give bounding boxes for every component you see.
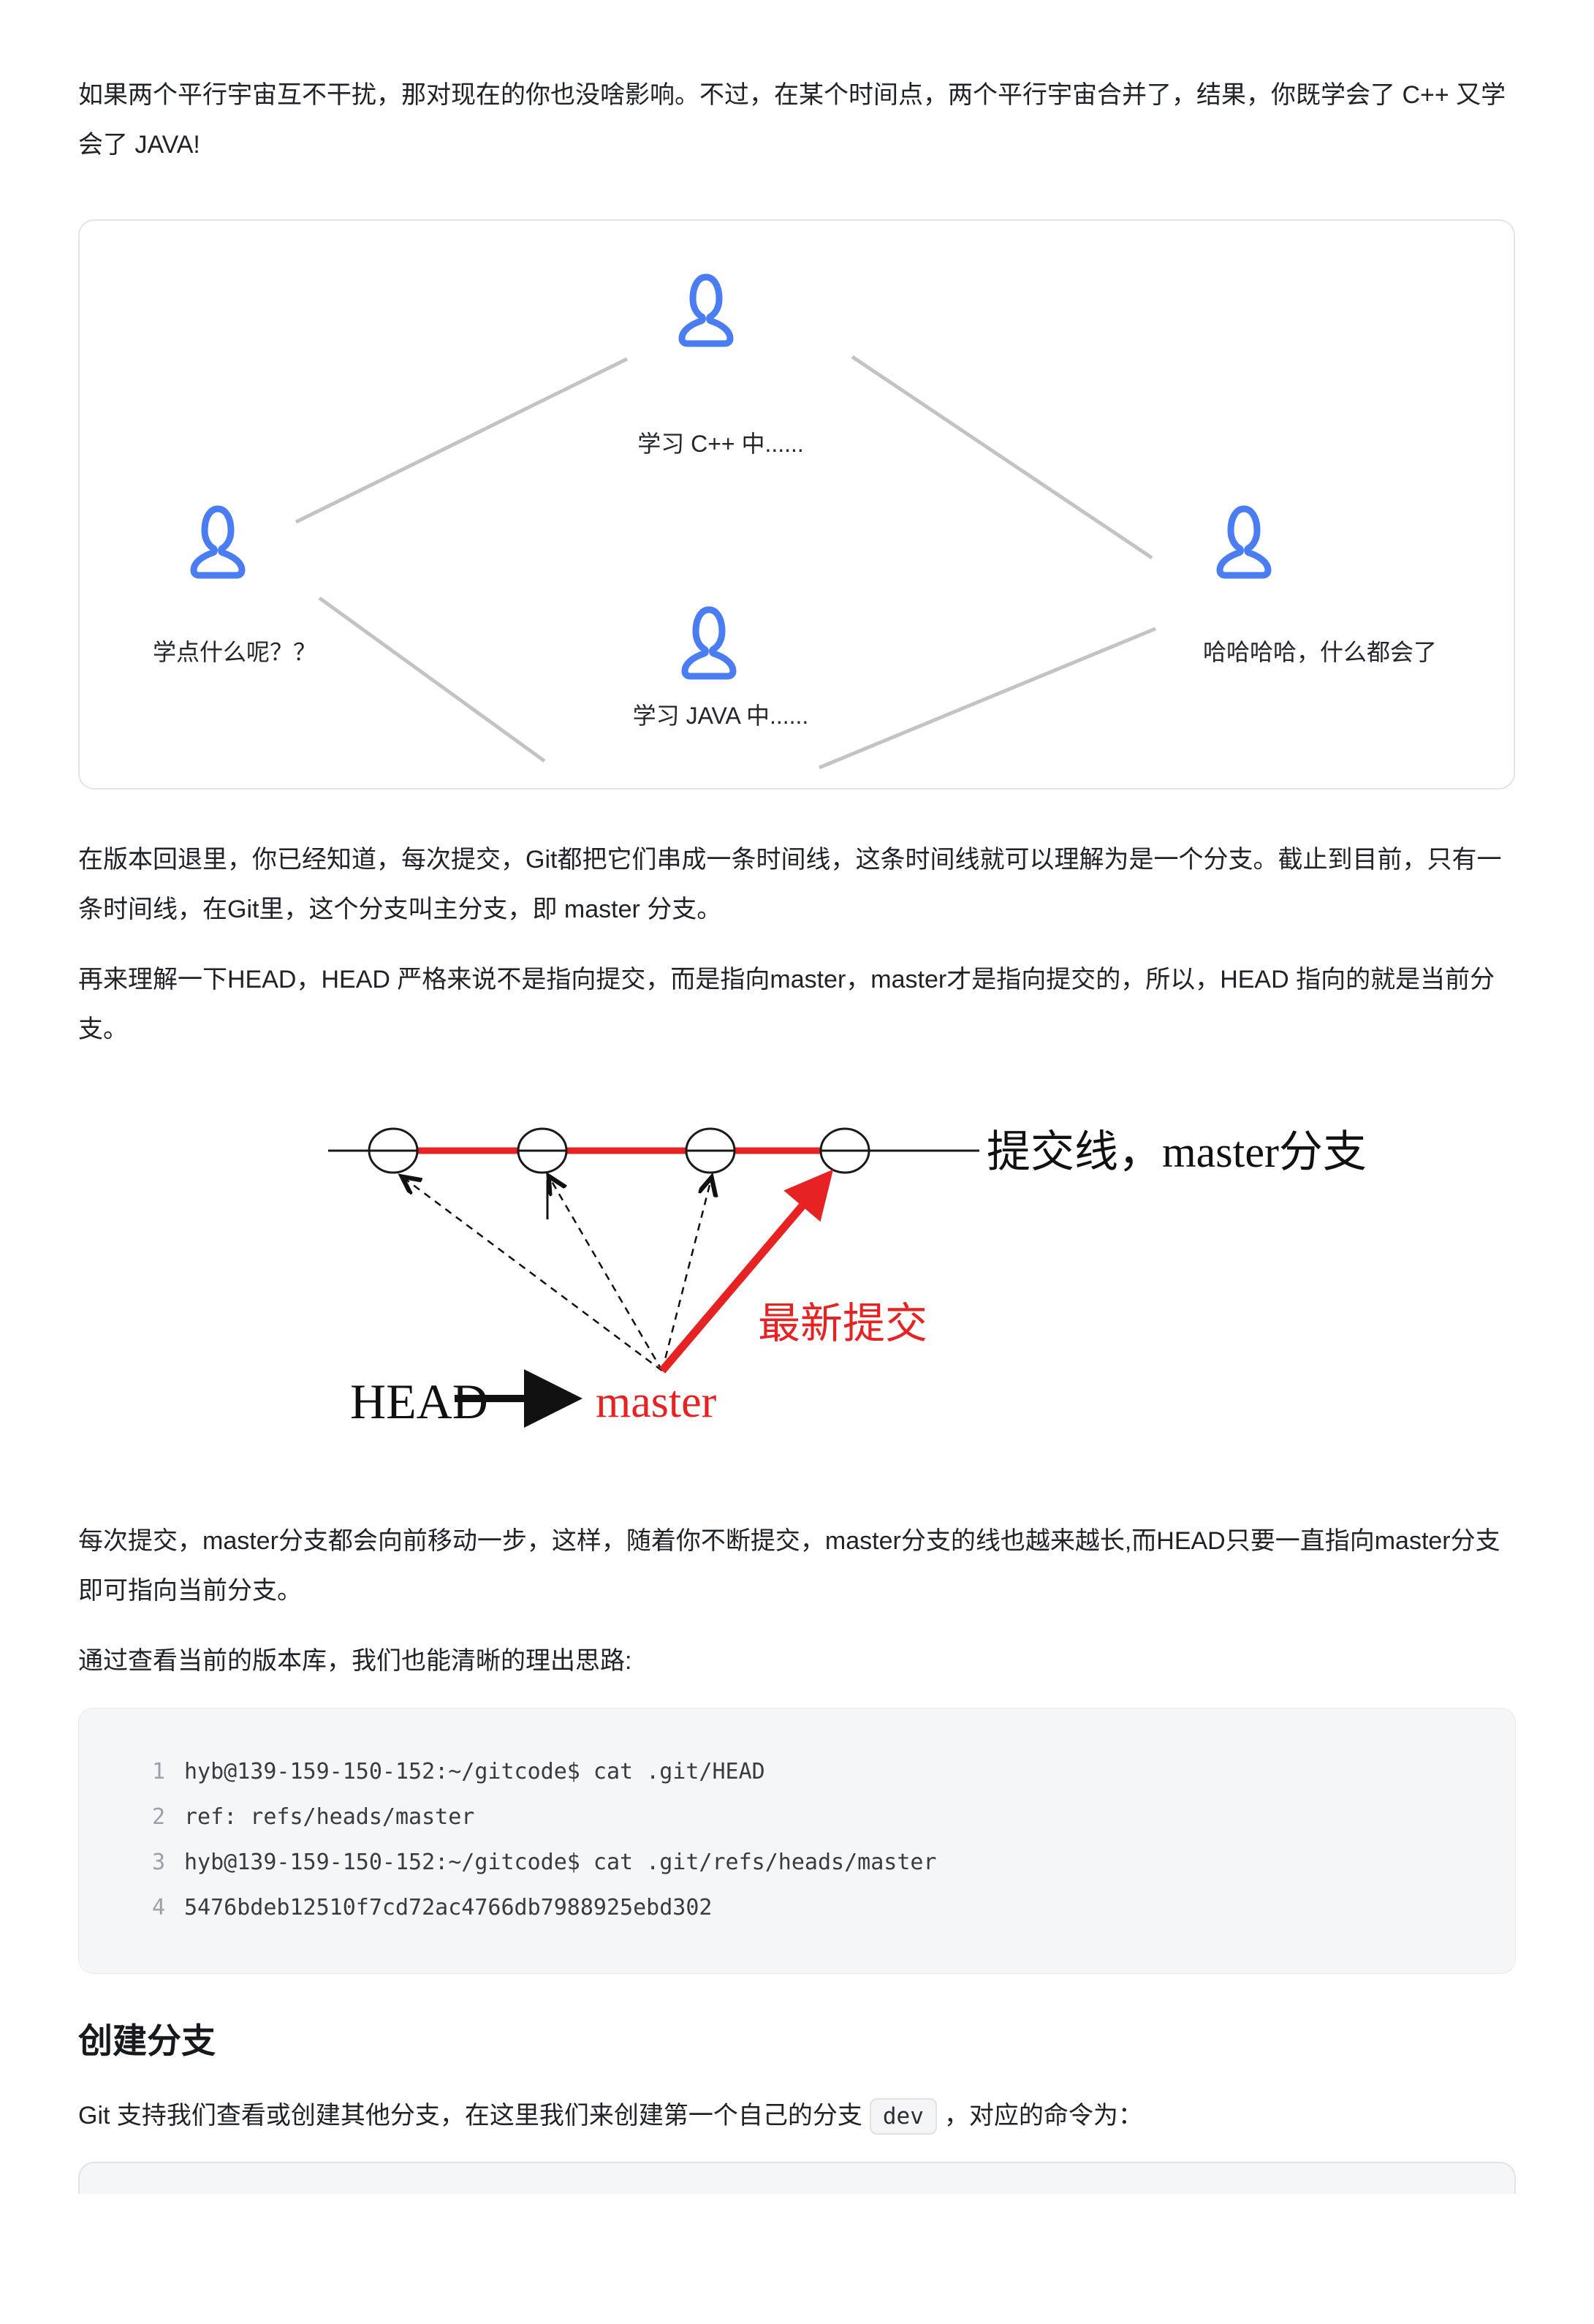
connector-left-to-top: [295, 357, 629, 524]
code-line: 1 hyb@139-159-150-152:~/gitcode$ cat .gi…: [79, 1749, 1515, 1795]
paragraph-head: 再来理解一下HEAD，HEAD 严格来说不是指向提交，而是指向master，ma…: [78, 966, 1495, 1043]
code-line: 4 5476bdeb12510f7cd72ac4766db7988925ebd3…: [79, 1885, 1515, 1931]
create-dev-text-before: Git 支持我们查看或创建其他分支，在这里我们来创建第一个自己的分支: [78, 2102, 862, 2130]
paragraph-commit-move: 每次提交，master分支都会向前移动一步，这样，随着你不断提交，master分…: [78, 1527, 1500, 1605]
user-icon: [682, 277, 730, 344]
commit-line-label: 提交线，master分支: [987, 1128, 1367, 1176]
label-learning-java: 学习 JAVA 中......: [633, 703, 809, 729]
label-learning-cpp: 学习 C++ 中......: [637, 431, 804, 457]
latest-commit-arrow: [659, 1169, 834, 1374]
connector-top-to-right: [851, 355, 1153, 560]
connector-left-to-bottom: [318, 596, 546, 763]
code-text: ref: refs/heads/master: [184, 1804, 475, 1830]
code-block-clipped-top: [78, 2162, 1516, 2194]
article-content: 如果两个平行宇宙互不干扰，那对现在的你也没啥影响。不过，在某个时间点，两个平行宇…: [78, 70, 1516, 2194]
code-text: 5476bdeb12510f7cd72ac4766db7988925ebd302: [184, 1895, 713, 1920]
connector-bottom-to-right: [819, 627, 1156, 770]
line-number: 4: [151, 1895, 165, 1920]
head-label: HEAD: [350, 1374, 488, 1429]
code-text: hyb@139-159-150-152:~/gitcode$ cat .git/…: [184, 1850, 937, 1875]
dashed-pointer: [661, 1179, 711, 1371]
universe-diagram: 学习 C++ 中...... 学点什么呢？？ 哈哈哈哈，什么都会了 学习 JAV…: [153, 221, 1437, 770]
code-line: 2 ref: refs/heads/master: [79, 1795, 1515, 1840]
section-title-create-branch: 创建分支: [78, 2021, 216, 2060]
code-text: hyb@139-159-150-152:~/gitcode$ cat .git/…: [184, 1759, 765, 1784]
user-icon: [194, 509, 242, 575]
git-branch-diagram-image: 提交线，master分支 最新提交 HEAD master: [78, 1102, 1516, 1468]
universe-diagram-card: 学习 C++ 中...... 学点什么呢？？ 哈哈哈哈，什么都会了 学习 JAV…: [78, 219, 1515, 790]
line-number: 3: [151, 1850, 165, 1875]
commit-node: [517, 1127, 568, 1174]
latest-commit-label: 最新提交: [758, 1300, 927, 1347]
commit-node: [819, 1127, 870, 1174]
user-icon: [1220, 509, 1268, 575]
user-icon: [685, 610, 733, 676]
label-what-to-learn: 学点什么呢？？: [153, 639, 316, 665]
label-knows-everything: 哈哈哈哈，什么都会了: [1203, 639, 1437, 665]
line-number: 2: [151, 1804, 165, 1830]
master-label: master: [596, 1377, 717, 1427]
line-number: 1: [151, 1759, 165, 1784]
commit-node: [368, 1127, 419, 1174]
code-line: 3 hyb@139-159-150-152:~/gitcode$ cat .gi…: [79, 1840, 1515, 1885]
paragraph-intro: 如果两个平行宇宙互不干扰，那对现在的你也没啥影响。不过，在某个时间点，两个平行宇…: [78, 81, 1506, 159]
dashed-pointer: [403, 1178, 663, 1372]
paragraph-timeline: 在版本回退里，你已经知道，每次提交，Git都把它们串成一条时间线，这条时间线就可…: [78, 846, 1502, 923]
code-block-git-head: 1 hyb@139-159-150-152:~/gitcode$ cat .gi…: [78, 1708, 1516, 1974]
dashed-pointer: [550, 1178, 664, 1371]
inline-code-dev: dev: [869, 2098, 937, 2135]
git-branch-diagram: 提交线，master分支 最新提交 HEAD master: [328, 1127, 1367, 1429]
create-dev-text-after: ，对应的命令为：: [944, 2102, 1143, 2130]
paragraph-check-repo: 通过查看当前的版本库，我们也能清晰的理出思路:: [78, 1647, 632, 1675]
